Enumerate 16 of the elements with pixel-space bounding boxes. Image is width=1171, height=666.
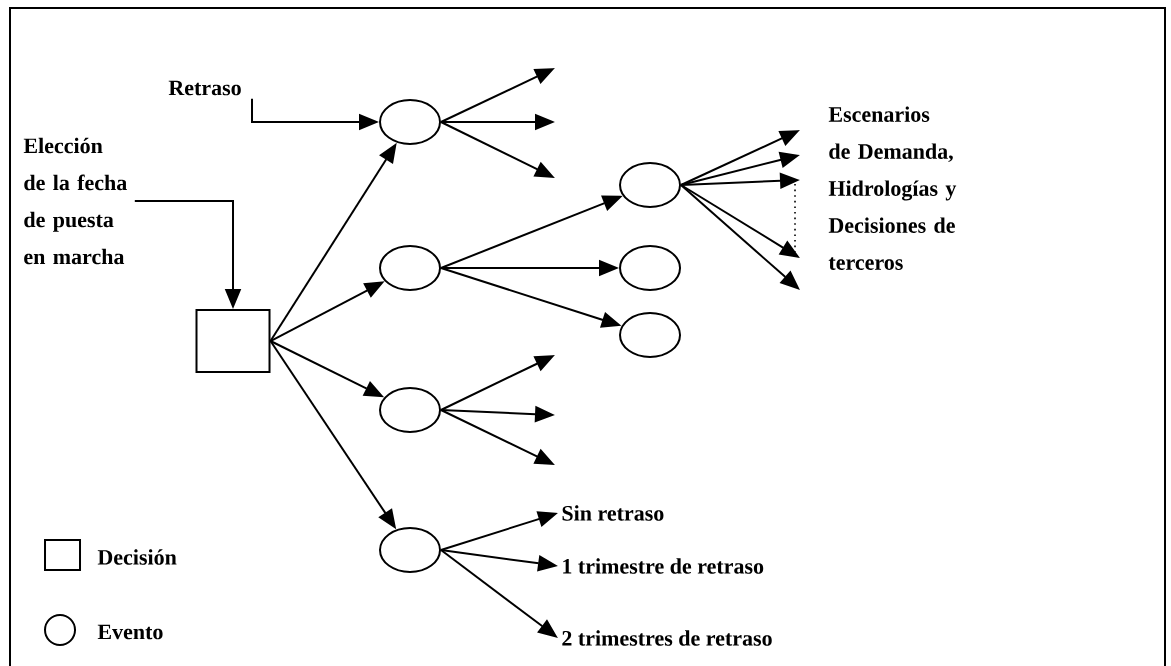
event-circle	[379, 527, 441, 573]
event-circle	[619, 162, 681, 208]
event-circle	[619, 245, 681, 291]
label-text: 2 trimestres de retraso	[562, 630, 772, 646]
label-text: Elección de la fecha de puesta en marcha	[23, 137, 127, 265]
decision-square	[195, 309, 271, 373]
legend-text: Evento	[97, 624, 163, 640]
label-text: Retraso	[168, 80, 241, 96]
event-circle	[379, 99, 441, 145]
label-text: Sin retraso	[562, 505, 664, 521]
event-circle	[619, 312, 681, 358]
label-text: Escenarios de Demanda, Hidrologías y Decisiones de terceros	[828, 106, 957, 270]
event-circle	[379, 387, 441, 433]
label-text: 1 trimestre de retraso	[563, 558, 764, 574]
event-circle	[379, 245, 441, 291]
legend-text: Decisión	[97, 549, 177, 565]
